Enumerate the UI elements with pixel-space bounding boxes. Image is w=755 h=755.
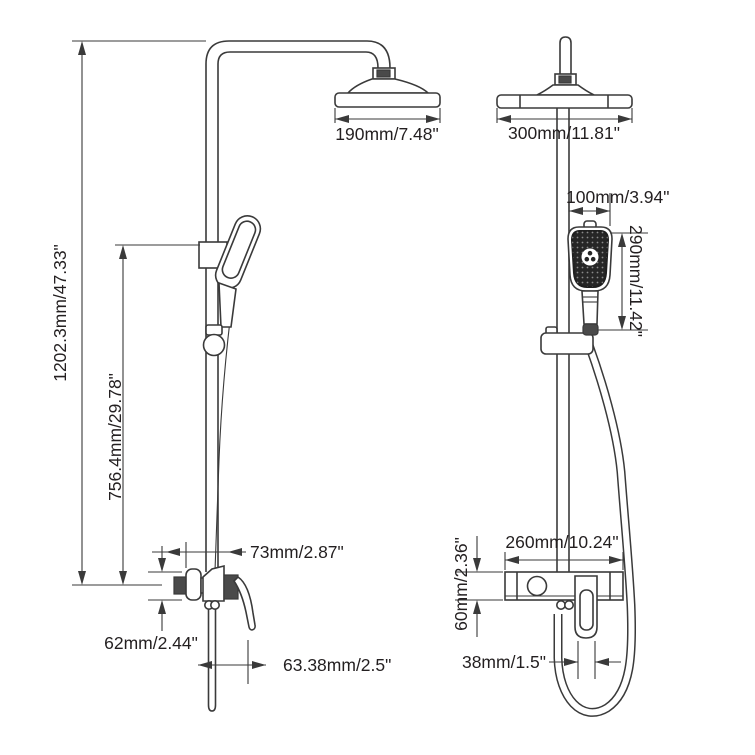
right-hand-shower [567, 220, 613, 336]
dim-mixer-reach: 63.38mm/2.5" [198, 640, 391, 684]
right-shower-head-disc [496, 94, 633, 109]
left-holder-ball [202, 333, 226, 357]
right-hose-core [555, 343, 635, 716]
logo-dot-2 [584, 256, 590, 262]
mixer-flange [185, 568, 202, 601]
dim-left-head-diameter: 190mm/7.48" [334, 108, 441, 144]
right-hand-shower-logo [581, 248, 599, 266]
right-head-bell [536, 84, 595, 96]
right-fixture-drawing [496, 36, 637, 717]
left-holder-clamp [205, 324, 223, 336]
dim-valve-height: 60mm/2.36" [451, 536, 503, 637]
right-valve [504, 571, 624, 639]
dim-label-left-head-diameter: 190mm/7.48" [335, 124, 439, 144]
left-mixer-valve [173, 564, 256, 631]
valve-hose-nut-left [555, 599, 566, 610]
dim-total-height: 1202.3mm/47.33" [50, 40, 206, 586]
dim-label-spout-width: 38mm/1.5" [462, 652, 546, 672]
dim-label-valve-width: 260mm/10.24" [505, 532, 618, 552]
valve-spout-inner [579, 589, 594, 631]
right-head-nut-thread [558, 75, 572, 84]
left-hand-shower-face-line [221, 220, 257, 279]
dim-slide-bar-height: 756.4mm/29.78" [105, 244, 200, 585]
left-shower-head-disc [334, 92, 441, 108]
left-hand-shower [214, 215, 262, 328]
dim-label-mixer-reach: 63.38mm/2.5" [283, 655, 391, 675]
dim-label-valve-height: 60mm/2.36" [451, 537, 471, 631]
mixer-lever-handle [232, 575, 256, 631]
left-hand-shower-handle [218, 281, 237, 328]
left-lower-hose [207, 609, 217, 712]
dim-hand-shower-width: 100mm/3.94" [566, 187, 670, 226]
dim-label-hand-shower-height: 290mm/11.42" [626, 225, 646, 337]
dim-label-mixer-width: 73mm/2.87" [250, 542, 344, 562]
left-head-bell [346, 78, 430, 94]
dim-label-right-head-diameter: 300mm/11.81" [508, 123, 620, 143]
dim-label-total-height: 1202.3mm/47.33" [50, 244, 70, 382]
right-rail-bracket [540, 332, 594, 355]
dim-hand-shower-height: 290mm/11.42" [598, 225, 648, 337]
valve-body [504, 571, 624, 601]
mixer-wall-nipple [173, 576, 188, 595]
dim-label-hand-shower-width: 100mm/3.94" [566, 187, 670, 207]
right-stub-pipe [559, 36, 572, 74]
valve-hose-nut-right [563, 599, 574, 610]
dim-valve-width: 260mm/10.24" [504, 532, 624, 570]
left-riser-pipe-inner [217, 51, 379, 572]
dim-right-head-diameter: 300mm/11.81" [496, 108, 633, 143]
valve-knob [526, 575, 548, 597]
dim-label-mixer-height: 62mm/2.44" [104, 633, 198, 653]
left-hand-shower-hose [214, 295, 234, 572]
logo-dot-3 [590, 256, 596, 262]
mixer-hose-nut-right [210, 599, 221, 610]
right-hand-shower-handle [581, 290, 599, 325]
right-hand-shower-handle-tip [582, 323, 599, 336]
dim-mixer-width: 73mm/2.87" [152, 542, 344, 568]
logo-dot-1 [587, 250, 593, 256]
dim-mixer-height: 62mm/2.44" [104, 546, 198, 653]
dim-label-slide-bar-height: 756.4mm/29.78" [105, 373, 125, 501]
left-riser-pipe-outer [205, 40, 391, 572]
left-head-nut-thread [376, 69, 391, 78]
left-fixture-drawing [173, 40, 441, 712]
dim-spout-width: 38mm/1.5" [462, 641, 621, 679]
